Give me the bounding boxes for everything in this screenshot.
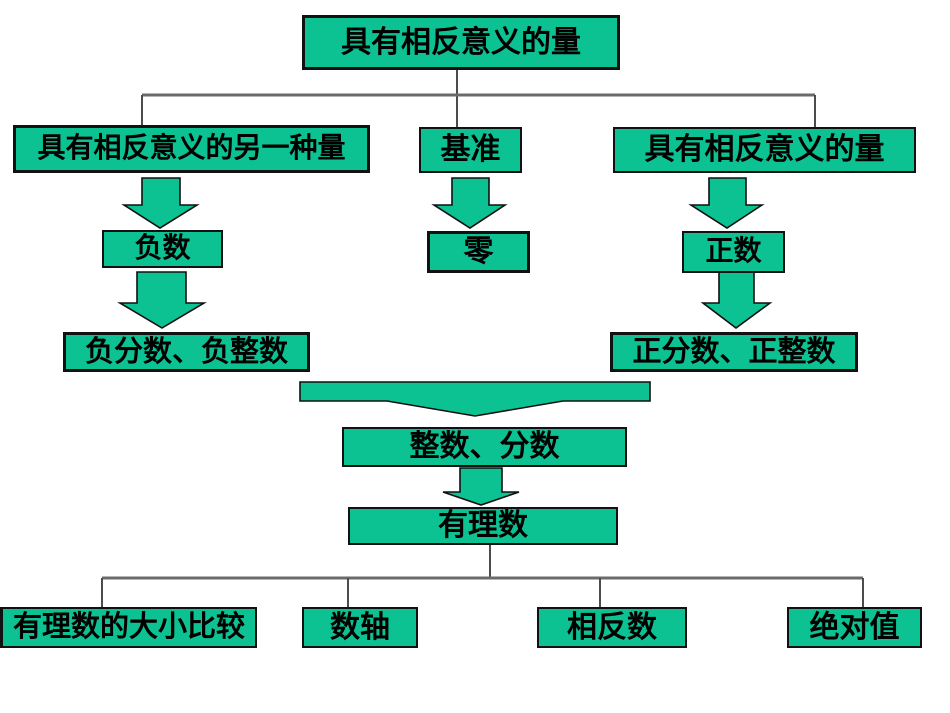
node-size-comparison: 有理数的大小比较 (0, 607, 257, 648)
node-zero: 零 (427, 231, 530, 273)
down-arrow-to-positive-fractions-icon (700, 271, 773, 329)
node-opposite-number: 相反数 (537, 607, 687, 648)
down-arrow-to-negative-fractions-icon (117, 271, 207, 329)
down-arrow-to-rational-icon (442, 467, 520, 506)
down-arrow-to-positive-icon (688, 177, 765, 229)
merge-arrow-to-integers-fractions-icon (299, 381, 651, 417)
node-root: 具有相反意义的量 (302, 15, 620, 70)
node-positive-fractions-integers: 正分数、正整数 (610, 332, 858, 372)
down-arrow-to-zero-icon (431, 177, 508, 229)
down-arrow-to-negative-icon (121, 177, 200, 229)
node-integers-fractions: 整数、分数 (342, 427, 627, 467)
node-another-quantity: 具有相反意义的另一种量 (13, 125, 370, 173)
node-negative-fractions-integers: 负分数、负整数 (63, 332, 310, 372)
node-positive: 正数 (682, 231, 785, 273)
node-number-line: 数轴 (302, 607, 418, 648)
node-opposite-quantity: 具有相反意义的量 (613, 127, 916, 173)
node-rational-numbers: 有理数 (348, 507, 618, 545)
node-negative: 负数 (102, 230, 223, 268)
node-absolute-value: 绝对值 (787, 607, 922, 648)
node-benchmark: 基准 (419, 127, 522, 173)
